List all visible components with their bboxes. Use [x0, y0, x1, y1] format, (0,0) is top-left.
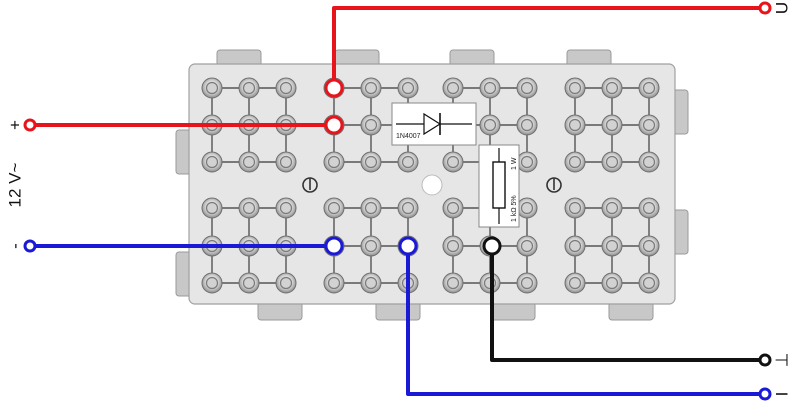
socket[interactable]: [323, 151, 345, 173]
output-label-u: U: [772, 2, 791, 14]
socket[interactable]: [564, 235, 586, 257]
ground-mark-right: [546, 177, 562, 193]
socket[interactable]: [601, 272, 623, 294]
socket[interactable]: [638, 197, 660, 219]
socket[interactable]: [442, 77, 464, 99]
socket[interactable]: [238, 77, 260, 99]
socket[interactable]: [397, 151, 419, 173]
socket[interactable]: [479, 77, 501, 99]
red-wire-to-u: [332, 6, 762, 88]
socket[interactable]: [638, 114, 660, 136]
plus-label: +: [5, 120, 24, 130]
socket[interactable]: [442, 235, 464, 257]
socket[interactable]: [360, 114, 382, 136]
terminals[interactable]: [23, 1, 772, 401]
blue-wire-to-i: [406, 246, 762, 396]
socket[interactable]: [201, 151, 223, 173]
socket[interactable]: [275, 272, 297, 294]
black-wire-to-t: [490, 246, 762, 362]
voltage-label: 12 V~: [5, 162, 24, 207]
socket[interactable]: [275, 151, 297, 173]
socket[interactable]: [238, 272, 260, 294]
socket[interactable]: [564, 77, 586, 99]
diode-component[interactable]: 1N4007: [391, 102, 477, 146]
socket[interactable]: [201, 272, 223, 294]
terminal-minus: [23, 239, 37, 253]
diode-label: 1N4007: [396, 133, 421, 140]
socket[interactable]: [601, 197, 623, 219]
resistor-power: 1 W: [511, 157, 518, 170]
ground-mark-left: [302, 177, 318, 193]
output-label-t: ⊥: [772, 353, 791, 368]
socket[interactable]: [564, 272, 586, 294]
resistor-value: 1 kΩ 5%: [511, 195, 518, 222]
socket[interactable]: [516, 197, 538, 219]
socket[interactable]: [238, 197, 260, 219]
socket[interactable]: [638, 77, 660, 99]
socket[interactable]: [360, 235, 382, 257]
minus-label: -: [5, 243, 24, 249]
socket[interactable]: [516, 77, 538, 99]
socket[interactable]: [360, 272, 382, 294]
socket[interactable]: [564, 151, 586, 173]
socket[interactable]: [360, 197, 382, 219]
socket[interactable]: [601, 235, 623, 257]
socket[interactable]: [360, 77, 382, 99]
socket[interactable]: [442, 272, 464, 294]
wires: [32, 6, 762, 396]
socket[interactable]: [601, 151, 623, 173]
terminal-t: [758, 353, 772, 367]
resistor-component[interactable]: 1 W 1 kΩ 5%: [478, 144, 520, 228]
socket[interactable]: [516, 272, 538, 294]
socket[interactable]: [397, 77, 419, 99]
socket[interactable]: [323, 272, 345, 294]
socket[interactable]: [201, 77, 223, 99]
socket[interactable]: [397, 197, 419, 219]
socket[interactable]: [601, 77, 623, 99]
socket[interactable]: [638, 272, 660, 294]
output-label-i: I: [772, 392, 791, 397]
socket[interactable]: [360, 151, 382, 173]
plug-markers: [324, 78, 502, 256]
terminal-i: [758, 387, 772, 401]
center-hole: [421, 174, 443, 196]
socket[interactable]: [516, 235, 538, 257]
terminal-u: [758, 1, 772, 15]
terminal-plus: [23, 118, 37, 132]
socket[interactable]: [638, 151, 660, 173]
socket[interactable]: [638, 235, 660, 257]
socket[interactable]: [564, 114, 586, 136]
socket[interactable]: [564, 197, 586, 219]
socket[interactable]: [275, 77, 297, 99]
socket[interactable]: [442, 151, 464, 173]
socket[interactable]: [516, 151, 538, 173]
socket[interactable]: [479, 114, 501, 136]
socket[interactable]: [601, 114, 623, 136]
socket[interactable]: [275, 197, 297, 219]
socket[interactable]: [516, 114, 538, 136]
socket[interactable]: [201, 197, 223, 219]
socket[interactable]: [442, 197, 464, 219]
socket[interactable]: [323, 197, 345, 219]
socket[interactable]: [238, 151, 260, 173]
